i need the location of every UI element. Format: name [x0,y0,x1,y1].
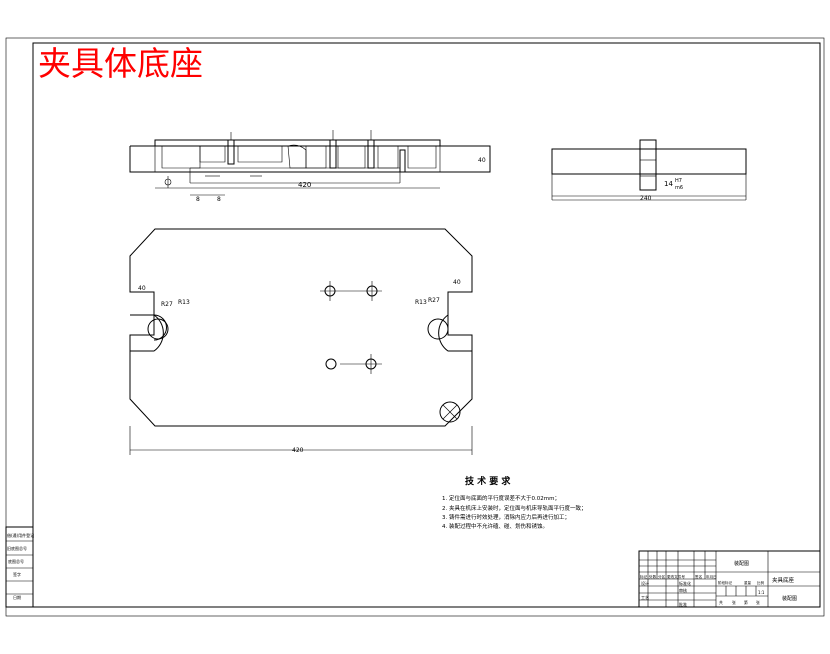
side-dim-note: 14 [664,180,673,188]
tb-role-process: 工艺 [641,595,649,600]
tb-col-1: 标记 [640,574,648,579]
tb-drawing-kind-2: 装配图 [782,595,797,602]
tech-item-3: 3. 铸件需进行时效处理，消除内应力后再进行加工； [442,513,570,521]
tb-role-check: 审核 [679,587,687,593]
front-dim-a: 8 [196,196,200,203]
tech-requirements: 技 术 要 求 1. 定位面与底面的平行度误差不大于0.02mm； 2. 夹具在… [442,475,587,530]
title-block: 标记 处数 分区 更改文件号 签名 年月日 设计 标准化 审核 工艺 批准 装配… [638,550,821,608]
plan-dim-right-slot: 40 [453,279,461,286]
left-strip: 借(通)用件登记 旧底图总号 底图总号 签字 日期 [5,526,34,608]
tb-sheet-4: 张 [756,600,760,605]
front-dim-height: 40 [478,157,486,164]
front-dim-b: 8 [217,196,221,203]
tech-item-2: 2. 夹具在机床上安装时，定位面与机床导轨面平行度一致； [442,504,587,512]
front-view: 420 8 8 40 [129,130,491,203]
plan-dim-left-r-outer: R27 [161,301,173,308]
outer-border [5,37,825,617]
tb-col-5: 签名 [695,574,703,579]
strip-label-3: 底图总号 [8,558,24,564]
side-dim-width: 240 [640,195,652,202]
tb-part-name: 夹具底座 [772,576,795,584]
tb-col-2: 处数 [649,574,657,579]
tech-heading: 技 术 要 求 [465,475,511,487]
plan-dim-left-r-inner: R13 [178,299,190,306]
tb-stage-2: 重量 [744,580,752,585]
tb-role-approve: 批准 [679,601,687,607]
tech-item-4: 4. 装配过程中不允许磕、碰、划伤和锈蚀。 [442,522,548,530]
plan-view: 420 40 40 R27 R13 R13 R27 [129,228,473,455]
strip-label-5: 日期 [13,594,21,600]
tb-role-std: 标准化 [679,580,691,586]
plan-dim-right-r-outer: R27 [428,297,440,304]
drawing-title: 夹具体底座 [38,44,203,83]
tb-drawing-kind: 装配图 [734,560,749,567]
strip-label-1: 借(通)用件登记 [7,532,34,538]
tb-col-3: 分区 [658,574,666,579]
tb-scale: 1:1 [758,590,765,595]
inner-border [32,42,821,608]
plan-dim-right-r-inner: R13 [415,299,427,306]
tb-col-4: 更改文件号 [667,574,685,579]
strip-label-4: 签字 [13,571,21,577]
tb-role-design: 设计 [641,580,649,586]
plan-dim-left-slot: 40 [138,285,146,292]
tb-col-6: 年月日 [706,574,717,579]
side-view: 240 14 H7 m6 [551,139,747,202]
tb-sheet-3: 第 [744,600,748,605]
front-dim-length: 420 [298,181,311,189]
side-dim-note-sub: H7 [675,178,682,184]
strip-label-2: 旧底图总号 [7,545,27,551]
tb-stage-3: 比例 [757,580,765,585]
tb-stage-1: 阶段标记 [718,580,732,585]
side-dim-note-sub2: m6 [675,185,683,191]
plan-dim-total: 420 [292,447,304,454]
tb-sheet-2: 张 [732,600,736,605]
tech-item-1: 1. 定位面与底面的平行度误差不大于0.02mm； [442,494,560,502]
tb-sheet-1: 共 [719,600,723,605]
